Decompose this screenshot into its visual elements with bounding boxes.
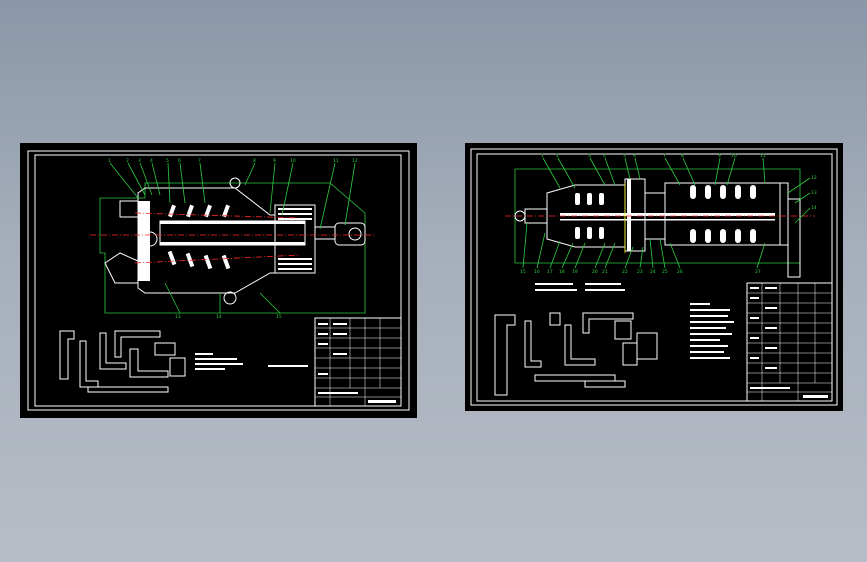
svg-text:5: 5 — [166, 158, 169, 164]
svg-text:11: 11 — [333, 158, 339, 164]
outer-border — [27, 150, 410, 411]
hydraulic-schematic — [59, 330, 186, 393]
svg-text:2: 2 — [126, 158, 129, 164]
svg-text:1: 1 — [541, 153, 544, 159]
spring-centerline-bottom — [134, 254, 301, 264]
envelope-outline — [99, 182, 366, 314]
svg-text:27: 27 — [755, 269, 761, 275]
technical-notes — [535, 283, 734, 359]
svg-text:7: 7 — [198, 158, 201, 164]
svg-text:21: 21 — [602, 269, 608, 275]
svg-text:24: 24 — [650, 269, 656, 275]
svg-text:25: 25 — [662, 269, 668, 275]
svg-text:10: 10 — [290, 158, 296, 164]
outer-border — [470, 148, 838, 406]
svg-text:22: 22 — [622, 269, 628, 275]
svg-text:14: 14 — [811, 205, 817, 211]
svg-text:12: 12 — [352, 158, 358, 164]
schematic-notes — [195, 353, 308, 370]
shock-absorber-assembly-drawing-right: 1 2 3 4 5 6 7 8 9 10 11 12 13 14 15 16 1… — [470, 148, 838, 406]
cylinder-section — [104, 177, 366, 305]
svg-text:8: 8 — [681, 153, 684, 159]
svg-text:11: 11 — [760, 153, 766, 159]
leader-lines-top — [109, 162, 356, 230]
title-block-fill — [750, 287, 828, 398]
cylinder-section — [514, 178, 801, 278]
svg-text:12: 12 — [811, 175, 817, 181]
leader-lines-top — [542, 157, 811, 224]
part-number-labels: 1 2 3 4 5 6 7 8 9 10 11 12 13 14 15 16 1… — [520, 153, 817, 275]
svg-text:1: 1 — [108, 158, 111, 164]
svg-text:23: 23 — [637, 269, 643, 275]
svg-text:10: 10 — [731, 153, 737, 159]
svg-text:15: 15 — [520, 269, 526, 275]
svg-text:14: 14 — [216, 314, 222, 320]
svg-text:9: 9 — [273, 158, 276, 164]
drawing-sheet-left[interactable]: 1 2 3 4 5 6 7 8 9 10 11 12 13 14 15 — [20, 143, 417, 418]
svg-text:5: 5 — [623, 153, 626, 159]
leader-lines-bottom — [164, 282, 281, 314]
shock-absorber-assembly-drawing-left: 1 2 3 4 5 6 7 8 9 10 11 12 13 14 15 — [27, 150, 410, 411]
svg-text:3: 3 — [588, 153, 591, 159]
svg-text:18: 18 — [559, 269, 565, 275]
hydraulic-schematic — [494, 312, 658, 396]
svg-text:19: 19 — [572, 269, 578, 275]
svg-text:3: 3 — [138, 158, 141, 164]
svg-text:13: 13 — [175, 314, 181, 320]
title-block — [746, 282, 833, 402]
svg-text:6: 6 — [178, 158, 181, 164]
inner-border — [34, 154, 402, 407]
svg-text:20: 20 — [592, 269, 598, 275]
svg-text:15: 15 — [276, 314, 282, 320]
spring-centerline-top — [134, 212, 301, 219]
drawing-sheet-right[interactable]: 1 2 3 4 5 6 7 8 9 10 11 12 13 14 15 16 1… — [465, 143, 843, 411]
part-number-labels: 1 2 3 4 5 6 7 8 9 10 11 12 13 14 15 — [108, 158, 358, 320]
svg-text:26: 26 — [677, 269, 683, 275]
svg-text:2: 2 — [556, 153, 559, 159]
svg-text:8: 8 — [253, 158, 256, 164]
svg-text:16: 16 — [534, 269, 540, 275]
svg-text:4: 4 — [603, 153, 606, 159]
svg-text:17: 17 — [547, 269, 553, 275]
svg-text:6: 6 — [633, 153, 636, 159]
svg-text:7: 7 — [663, 153, 666, 159]
svg-text:4: 4 — [150, 158, 153, 164]
leader-lines-bottom — [522, 222, 766, 269]
inner-border — [476, 153, 833, 402]
svg-text:13: 13 — [811, 190, 817, 196]
title-block — [314, 317, 402, 407]
title-block-fill — [318, 323, 396, 403]
svg-text:9: 9 — [718, 153, 721, 159]
